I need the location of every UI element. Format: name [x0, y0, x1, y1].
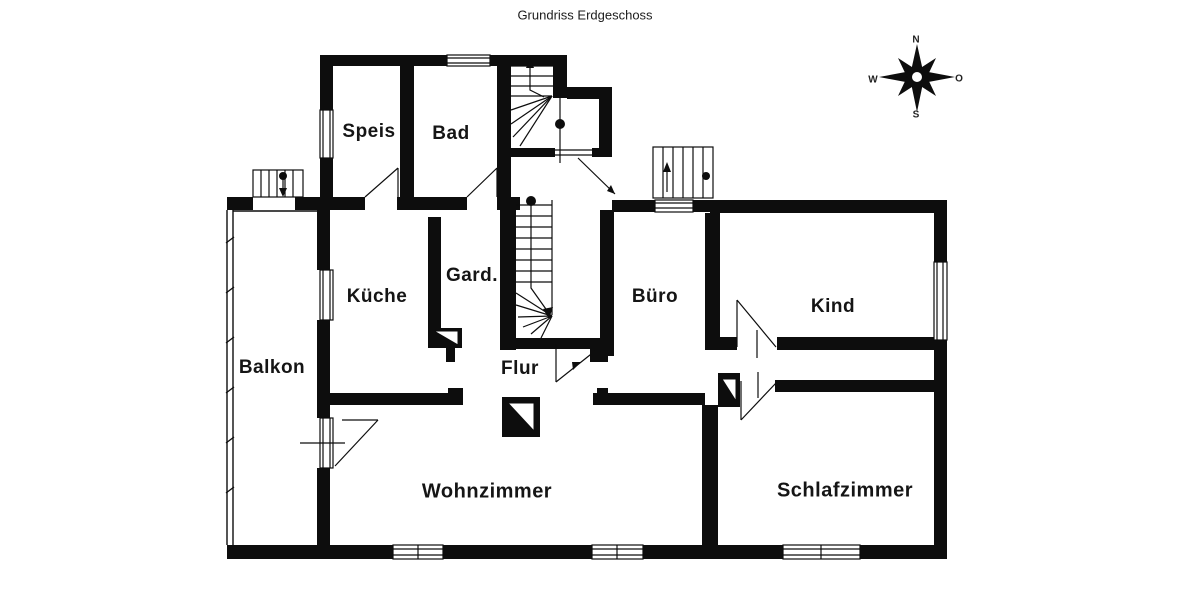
entrance-staircase [652, 146, 714, 199]
room-label-schlafzimmer: Schlafzimmer [776, 479, 914, 502]
schlafzimmer-door [740, 372, 777, 421]
bad-door [466, 167, 498, 198]
windows [300, 54, 948, 560]
schlafzimmer-window [782, 544, 861, 560]
chimney-symbols [433, 330, 737, 432]
room-label-kueche: Küche [346, 286, 408, 307]
compass-east-label: O [955, 73, 963, 85]
room-label-speis: Speis [342, 121, 396, 142]
room-label-balkon: Balkon [238, 357, 306, 378]
attic-staircase [510, 58, 553, 147]
wohnzimmer-window-2 [591, 544, 644, 560]
wohnzimmer-window-1 [392, 544, 444, 560]
walls [227, 55, 947, 559]
compass-south-label: S [912, 109, 920, 121]
bad-window [446, 54, 491, 67]
room-label-kind: Kind [810, 296, 856, 317]
plan-title: Grundriss Erdgeschoss [517, 7, 653, 23]
doors [364, 98, 777, 421]
speis-window [319, 109, 334, 159]
room-label-bad: Bad [432, 123, 470, 144]
entrance-door [555, 98, 616, 195]
speis-door [364, 167, 399, 198]
room-label-buero: Büro [631, 286, 679, 307]
kind-window [933, 261, 948, 341]
compass-north-label: N [912, 34, 920, 46]
room-label-flur: Flur [501, 358, 539, 379]
compass-rose-icon [879, 44, 955, 112]
flur-stair-door [555, 344, 596, 383]
kind-door [736, 299, 777, 358]
room-label-garderobe: Gard. [445, 265, 499, 286]
balcony-railing [225, 210, 317, 545]
balcony-staircase [252, 169, 304, 198]
buero-window [654, 199, 694, 213]
main-staircase [515, 196, 553, 339]
compass-west-label: W [868, 74, 878, 86]
balcony-door-window [300, 417, 379, 469]
kueche-window [319, 269, 334, 321]
room-label-wohnzimmer: Wohnzimmer [421, 480, 553, 503]
